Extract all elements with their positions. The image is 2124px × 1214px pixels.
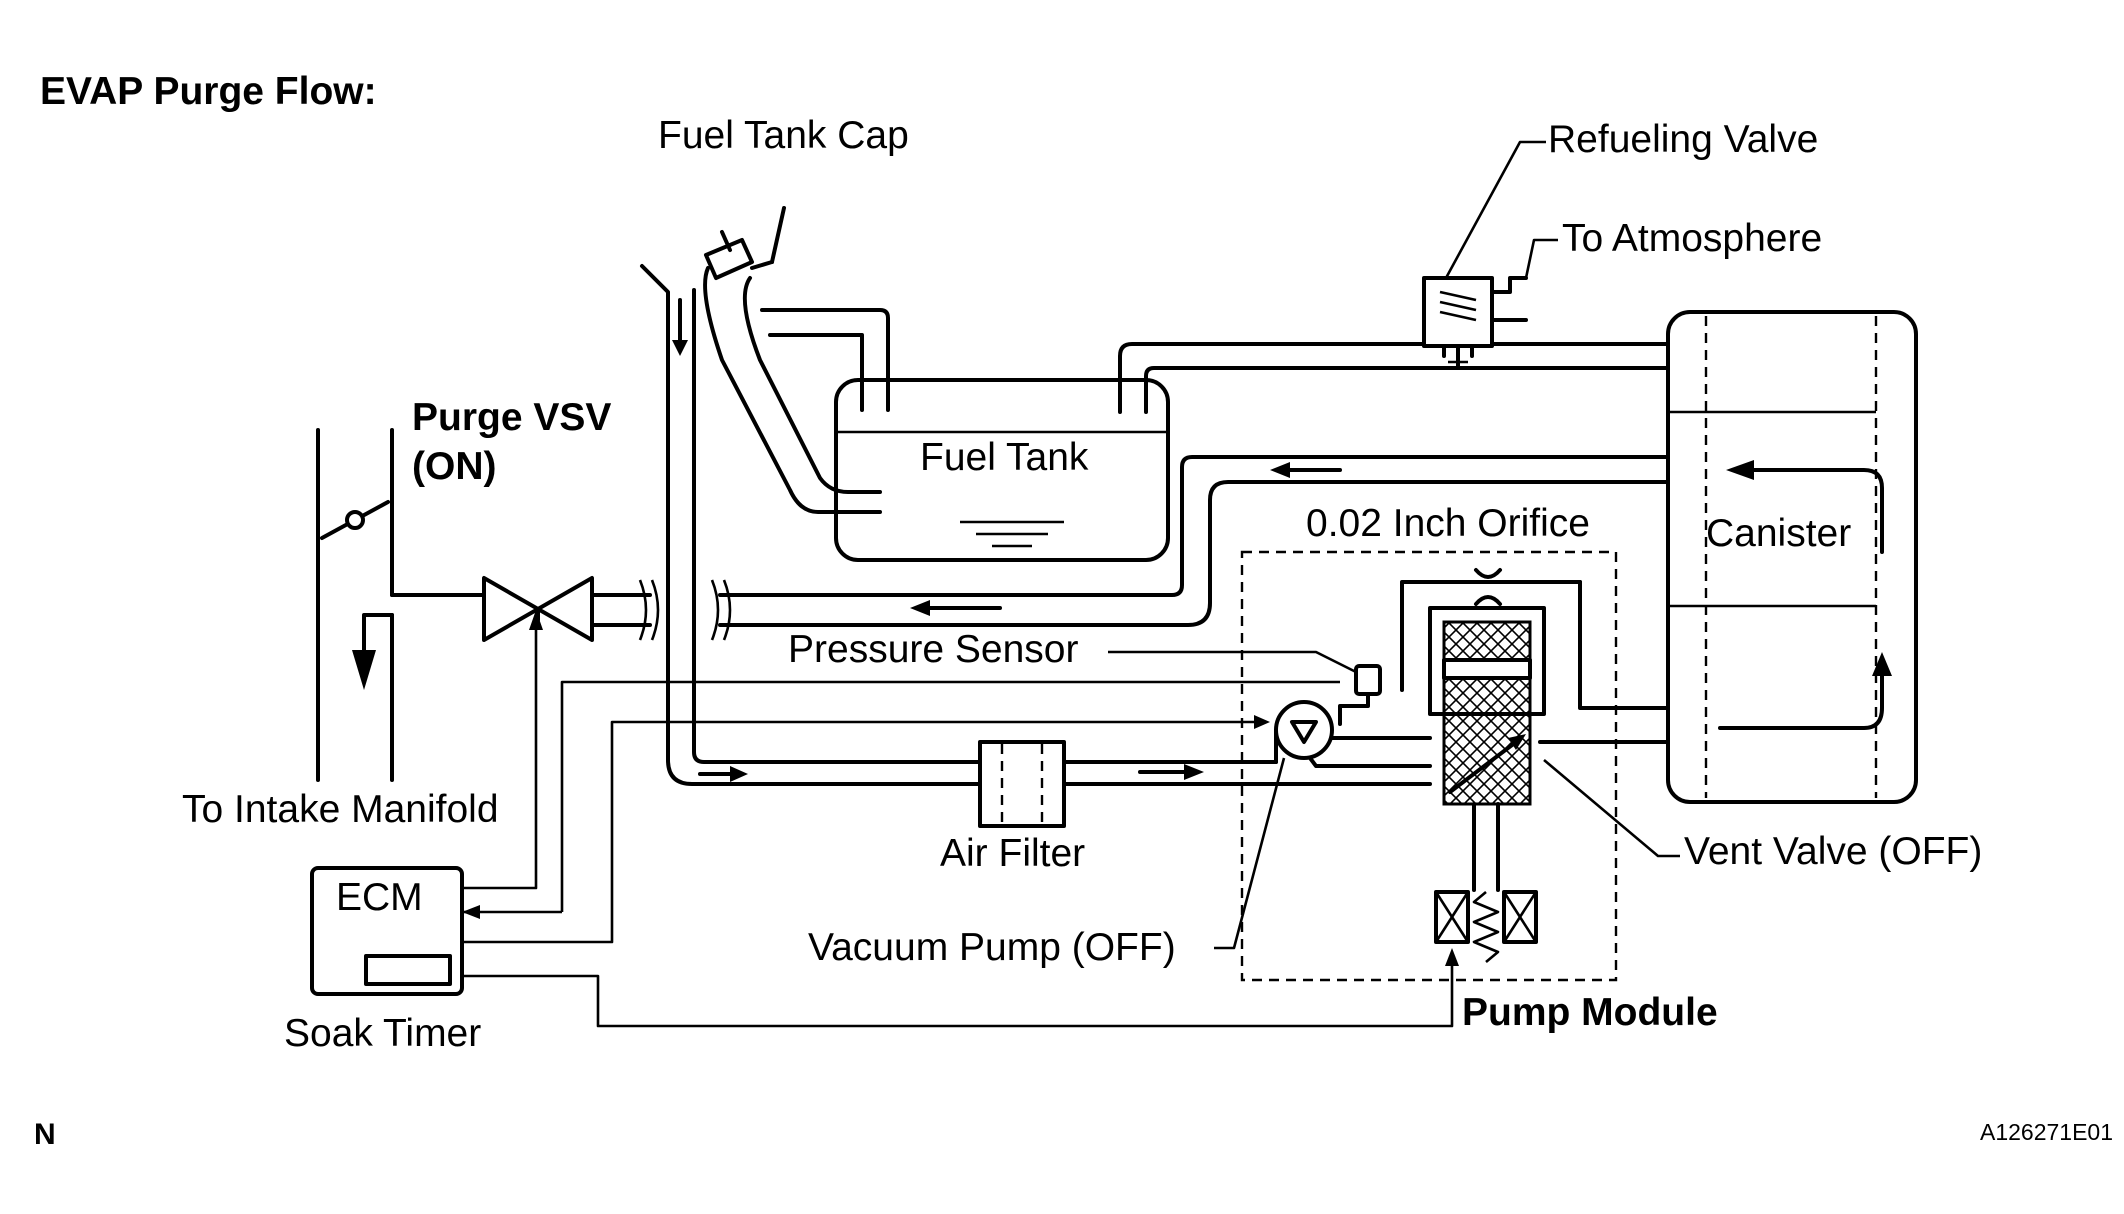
purge-line [590,455,1670,641]
vacuum-pump [1214,700,1432,950]
pump-module-label: Pump Module [1462,991,1718,1034]
air-filter-label: Air Filter [940,832,1085,875]
refueling-valve [1422,140,1558,370]
fuel-tank-label: Fuel Tank [920,436,1089,479]
diagram-title: EVAP Purge Flow: [40,70,377,113]
canister-label: Canister [1706,512,1851,555]
pump-module [1240,550,1680,982]
fuel-tank-cap-label: Fuel Tank Cap [658,114,909,157]
purge-vsv [482,576,594,642]
fuel-filler-pipe [703,206,890,514]
intake-manifold [316,428,486,782]
corner-letter: N [34,1118,56,1151]
to-intake-manifold-label: To Intake Manifold [182,788,499,831]
pressure-sensor-label: Pressure Sensor [788,628,1078,671]
pressure-sensor [1108,650,1382,726]
orifice-label: 0.02 Inch Orifice [1306,502,1590,545]
canister [1666,310,1918,804]
fuel-tank [834,342,1670,562]
figure-id: A126271E01 [1980,1119,2113,1145]
vacuum-pump-label: Vacuum Pump (OFF) [808,926,1176,969]
vent-valve-label: Vent Valve (OFF) [1684,830,1982,873]
air-filter-line [640,264,1432,828]
ecm-signal-lines [462,610,1459,1028]
to-atmosphere-label: To Atmosphere [1562,217,1822,260]
soak-timer-label: Soak Timer [284,1012,481,1055]
ecm [310,866,464,996]
purge-vsv-label: Purge VSV [412,396,611,439]
ecm-label: ECM [336,876,423,919]
refueling-valve-label: Refueling Valve [1548,118,1818,161]
purge-vsv-state-label: (ON) [412,445,496,488]
